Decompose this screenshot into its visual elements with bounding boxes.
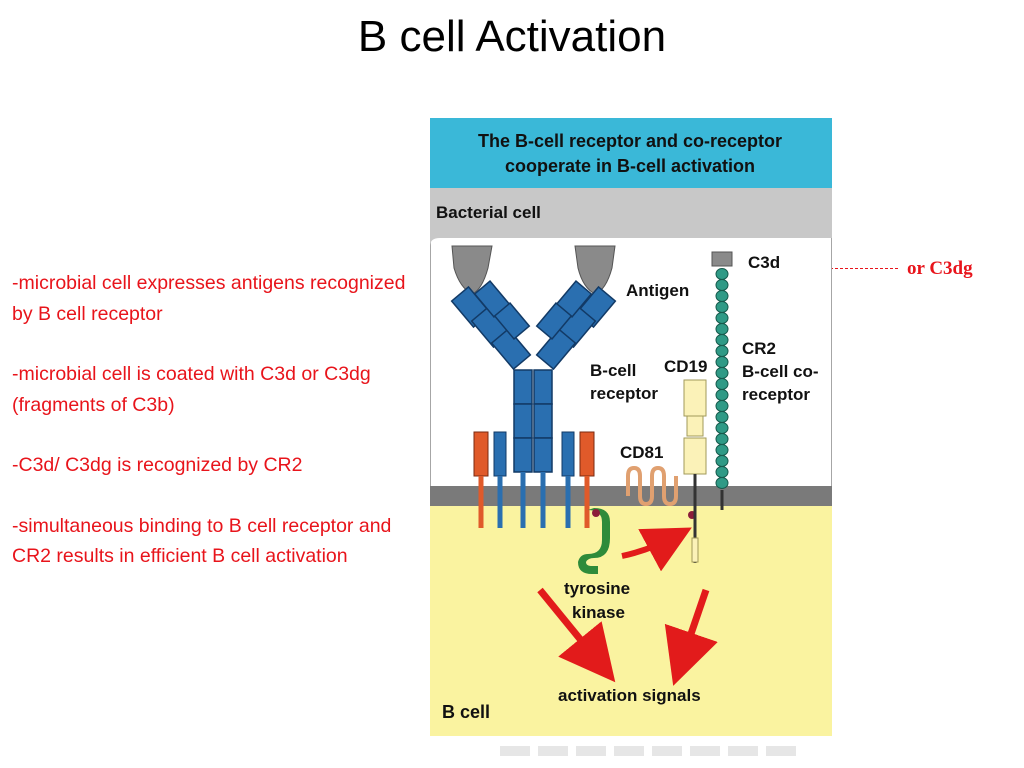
antigen-label: Antigen (626, 281, 689, 300)
cr2-bead (715, 422, 729, 434)
cd19-shape (683, 379, 707, 563)
bcr-arms (450, 280, 617, 371)
cr2-bead (715, 433, 729, 445)
cr2-bead (715, 389, 729, 401)
cr2-bead (715, 411, 729, 423)
activation-signals-label: activation signals (558, 686, 701, 705)
cr2-bead (715, 312, 729, 324)
cr2-bead (715, 279, 729, 291)
ig-alpha-beta (473, 431, 595, 528)
cr2-bead (715, 477, 729, 489)
bcr-diagram: The B-cell receptor and co-receptor coop… (430, 118, 832, 736)
figure-header-line1: The B-cell receptor and co-receptor (478, 131, 782, 151)
cr2-bead (715, 455, 729, 467)
cr2-bead (715, 290, 729, 302)
bcr-tails (520, 472, 546, 528)
c3d-leader-line (790, 268, 898, 269)
left-signal-arrow (537, 587, 616, 683)
figure-header (430, 118, 832, 188)
bullet-item: -microbial cell expresses antigens recog… (12, 272, 406, 325)
bcr-figure: The B-cell receptor and co-receptor coop… (430, 118, 832, 736)
cr2-bead (715, 334, 729, 346)
bullet-item: -C3d/ C3dg is recognized by CR2 (12, 454, 303, 476)
cr2-bead (715, 356, 729, 368)
figure-caption-strip (500, 746, 800, 756)
cr2-bead (715, 400, 729, 412)
b-cell-interior (430, 506, 832, 736)
figure-header-line2: cooperate in B-cell activation (505, 156, 755, 176)
cr2-bead (715, 301, 729, 313)
cr2-bead (715, 345, 729, 357)
cd19-label: CD19 (664, 357, 707, 376)
bacterial-cell-label: Bacterial cell (436, 203, 541, 222)
cr2-label-2: B-cell co- (742, 362, 819, 381)
bullet-list: -microbial cell expresses antigens recog… (12, 268, 422, 602)
cr2-chain (715, 268, 729, 489)
kinase-to-cd19-arrow (621, 527, 692, 572)
cr2-bead (715, 378, 729, 390)
bullet-item: -microbial cell is coated with C3d or C3… (12, 363, 371, 416)
tyrosine-kinase-label-2: kinase (572, 603, 625, 622)
bcr-stem (513, 369, 553, 473)
c3d-label: C3d (748, 253, 780, 272)
bacterial-cell (430, 188, 832, 246)
bcr-label-2: receptor (590, 384, 658, 403)
cr2-bead (715, 444, 729, 456)
bcr-label-1: B-cell (590, 361, 636, 380)
cd81-label: CD81 (620, 443, 663, 462)
c3d-shape (711, 251, 733, 267)
cd81-shape (626, 465, 678, 507)
cr2-label-1: CR2 (742, 339, 776, 358)
right-signal-arrow (664, 588, 718, 686)
cr2-bead (715, 268, 729, 280)
b-cell-label: B cell (442, 702, 490, 722)
cr2-label-3: receptor (742, 385, 810, 404)
slide-title: B cell Activation (357, 12, 667, 61)
tyrosine-kinase-label-1: tyrosine (564, 579, 630, 598)
tyrosine-kinase-shape (578, 508, 610, 574)
bullet-item: -simultaneous binding to B cell receptor… (12, 514, 392, 568)
cr2-bead (715, 323, 729, 335)
cell-membrane (430, 486, 832, 506)
cr2-bead (715, 367, 729, 379)
cr2-bead (715, 466, 729, 478)
kinase-phosphate-dot (592, 509, 600, 517)
side-note-c3dg: or C3dg (907, 258, 973, 279)
